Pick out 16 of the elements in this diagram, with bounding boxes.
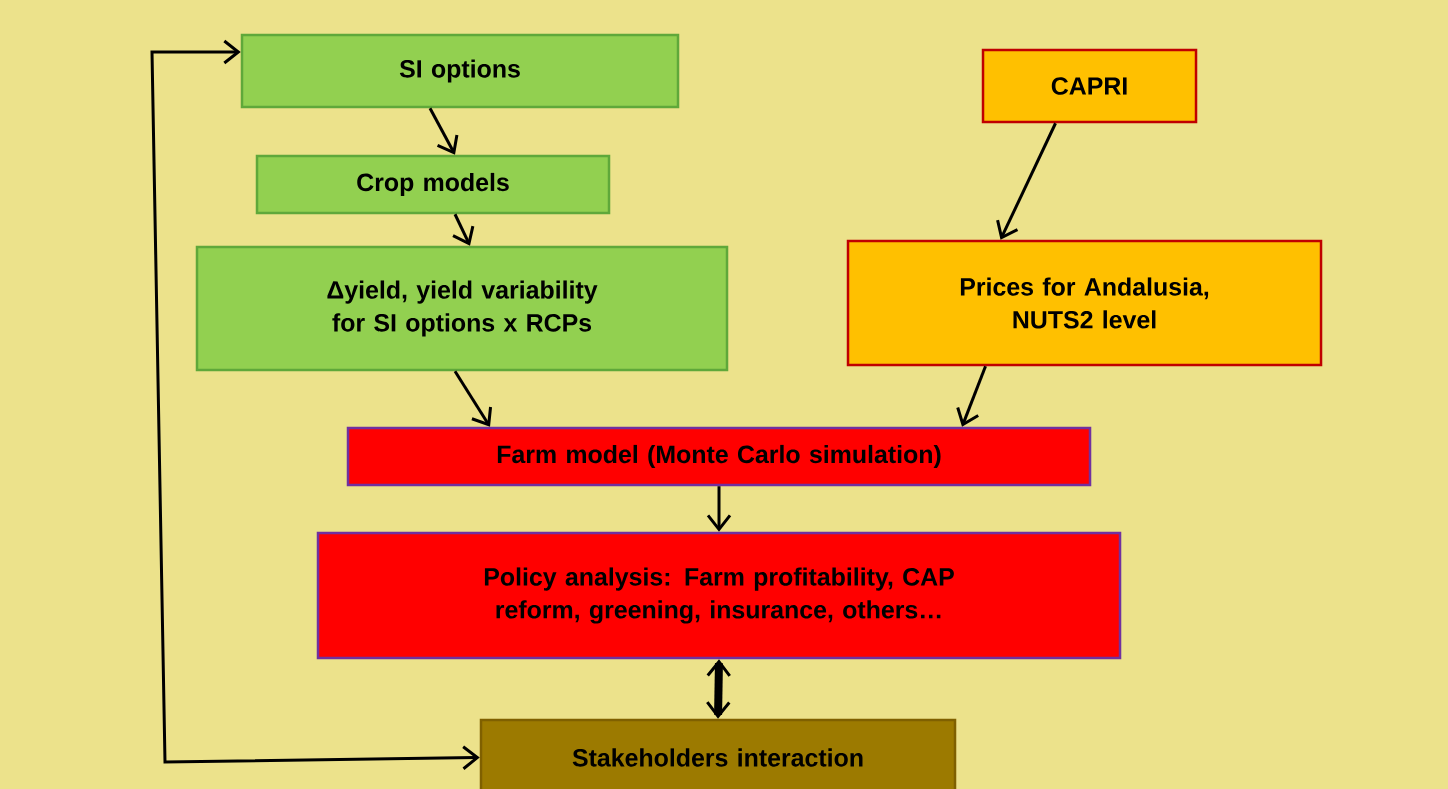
process-box: Prices for Andalusia, NUTS2 level [846, 239, 1323, 367]
process-box: Δyield, yield variability for SI options x RCPs [195, 245, 729, 372]
arrow [996, 122, 1057, 240]
process-box: Crop models [255, 154, 611, 215]
arrow [706, 486, 732, 532]
process-box: Policy analysis: Farm profitability, CAP reform, greening, insurance, others… [316, 531, 1122, 660]
arrow [428, 107, 459, 155]
arrow [706, 659, 731, 719]
arrow [956, 365, 987, 427]
process-box: SI options [240, 33, 680, 109]
process-box: CAPRI [981, 48, 1198, 124]
process-box: Stakeholders interaction [479, 718, 957, 789]
arrow [453, 370, 493, 427]
arrow [150, 39, 480, 770]
process-box: Farm model (Monte Carlo simulation) [346, 426, 1092, 487]
arrow [452, 213, 475, 246]
